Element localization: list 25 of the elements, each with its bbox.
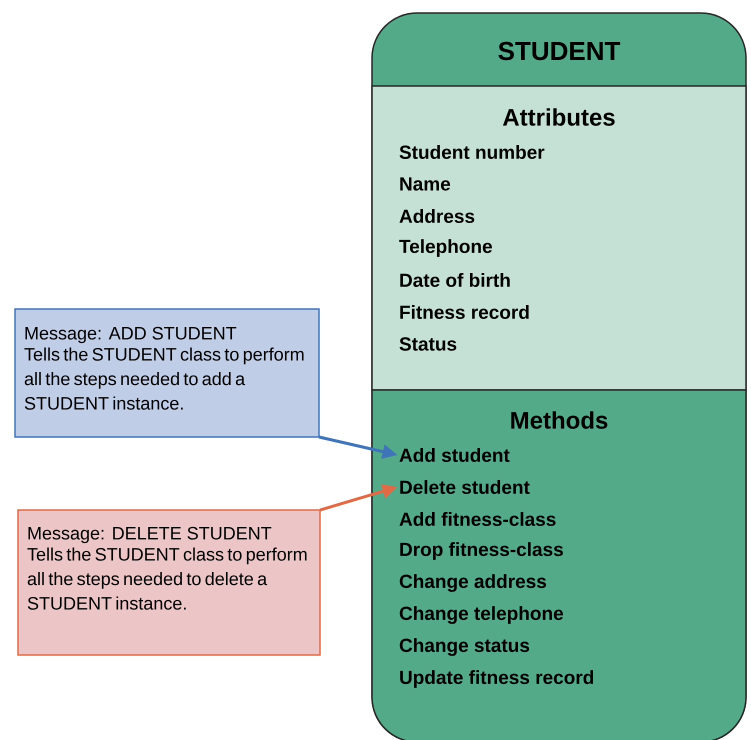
- message-title: Message: ADD STUDENT: [25, 326, 236, 344]
- method-label: Delete student: [400, 480, 530, 494]
- compartment-box: [371, 389, 747, 740]
- message-box: [14, 308, 320, 438]
- message-title: Message: DELETE STUDENT: [28, 526, 272, 544]
- message-text: Tells the STUDENT class to perform all the steps needed to add a STUDENT instance.: [24, 348, 304, 410]
- method-label: Drop fitness-class: [400, 542, 563, 560]
- attribute-label: Student number: [400, 145, 544, 159]
- method-label: Change status: [400, 638, 530, 656]
- attribute-label: Address: [399, 209, 474, 223]
- message-text: Tells the STUDENT class to perform all the steps needed to delete a STUDENT instance.: [27, 548, 307, 610]
- message-box: [17, 509, 321, 656]
- method-label: Update fitness record: [400, 670, 594, 688]
- method-label: Change telephone: [400, 606, 564, 624]
- attribute-label: Date of birth: [400, 273, 510, 287]
- attribute-label: Telephone: [399, 239, 492, 257]
- compartment-box: [371, 85, 747, 391]
- attribute-label: Fitness record: [400, 305, 529, 319]
- attribute-label: Status: [400, 337, 456, 351]
- method-label: Change address: [400, 574, 546, 592]
- method-label: Add student: [399, 448, 510, 462]
- section-heading: Attributes: [502, 108, 615, 126]
- attribute-label: Name: [400, 177, 450, 191]
- method-label: Add fitness-class: [399, 512, 556, 526]
- section-heading: Methods: [511, 411, 608, 429]
